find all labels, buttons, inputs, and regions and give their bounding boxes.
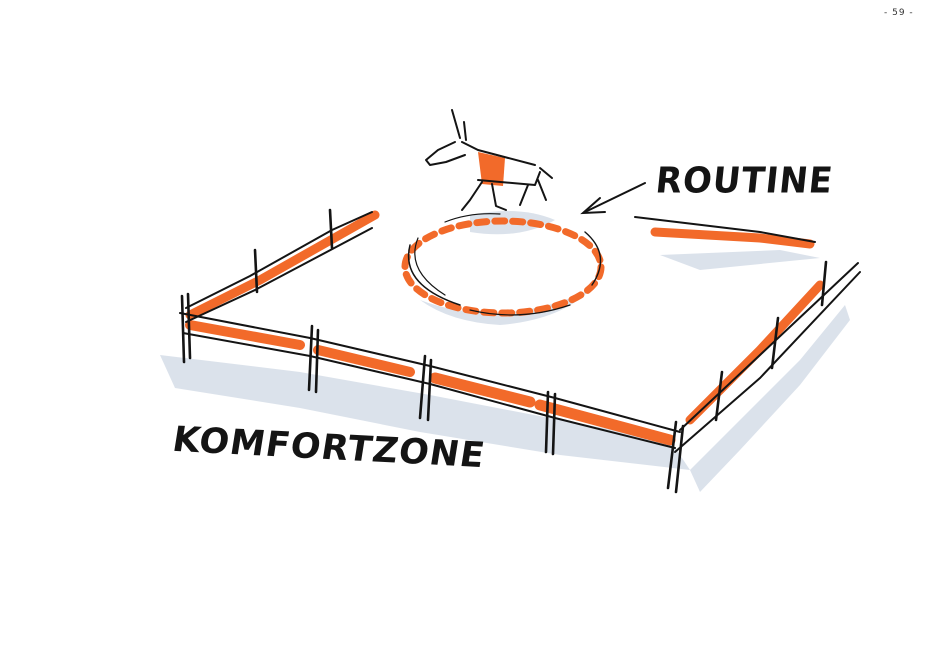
donkey-tail xyxy=(539,167,553,179)
post-front-3 xyxy=(544,390,557,456)
back-right-rail-highlight xyxy=(650,227,815,249)
routine-arrow xyxy=(580,182,646,215)
donkey-ears xyxy=(451,109,467,141)
back-left-rail-top xyxy=(185,211,373,309)
routine-motion-line-2 xyxy=(414,237,446,296)
routine-motion-line-4 xyxy=(584,231,602,286)
front-rail-highlight-3 xyxy=(429,372,536,408)
post-front-2 xyxy=(418,354,433,422)
back-right-rail-top xyxy=(634,216,816,243)
fence-highlights xyxy=(185,210,825,446)
routine-motion-line-1 xyxy=(407,244,461,306)
donkey-drawing xyxy=(425,109,553,211)
front-rail-highlight-1 xyxy=(185,320,305,350)
post-right-3 xyxy=(820,260,828,307)
page-number: - 59 - xyxy=(884,8,914,18)
floor-shadows xyxy=(160,211,850,492)
right-rail-top xyxy=(679,262,859,431)
routine-track-orange xyxy=(401,217,605,317)
arrow-head xyxy=(580,197,606,215)
arrow-shaft xyxy=(584,182,646,213)
routine-label: Routine xyxy=(653,160,836,202)
corner-post-right xyxy=(666,420,685,494)
front-rail-highlight-4 xyxy=(534,399,676,446)
right-rail-highlight xyxy=(685,280,825,425)
donkey-legs xyxy=(461,179,547,211)
donkey-neck xyxy=(461,141,536,166)
routine-motion-line-5 xyxy=(444,213,501,223)
post-back-1 xyxy=(253,248,259,294)
circle-shadow xyxy=(420,290,590,325)
back-right-shadow xyxy=(660,250,820,270)
post-front-1 xyxy=(307,324,320,394)
front-left-shadow xyxy=(160,355,690,470)
post-right-1 xyxy=(714,370,724,422)
routine-motion-line-3 xyxy=(469,304,571,316)
donkey-back-belly xyxy=(477,171,541,186)
right-shadow xyxy=(690,305,850,492)
post-right-2 xyxy=(770,316,780,370)
donkey-saddle xyxy=(478,152,505,186)
routine-circle xyxy=(401,213,605,317)
post-back-2 xyxy=(328,208,334,250)
corner-post-left xyxy=(180,292,192,364)
donkey-head xyxy=(425,141,466,166)
right-rail-bottom xyxy=(674,271,861,453)
back-left-rail-highlight xyxy=(185,210,380,320)
front-rail-highlight-2 xyxy=(313,345,415,377)
fence-posts xyxy=(180,208,828,494)
